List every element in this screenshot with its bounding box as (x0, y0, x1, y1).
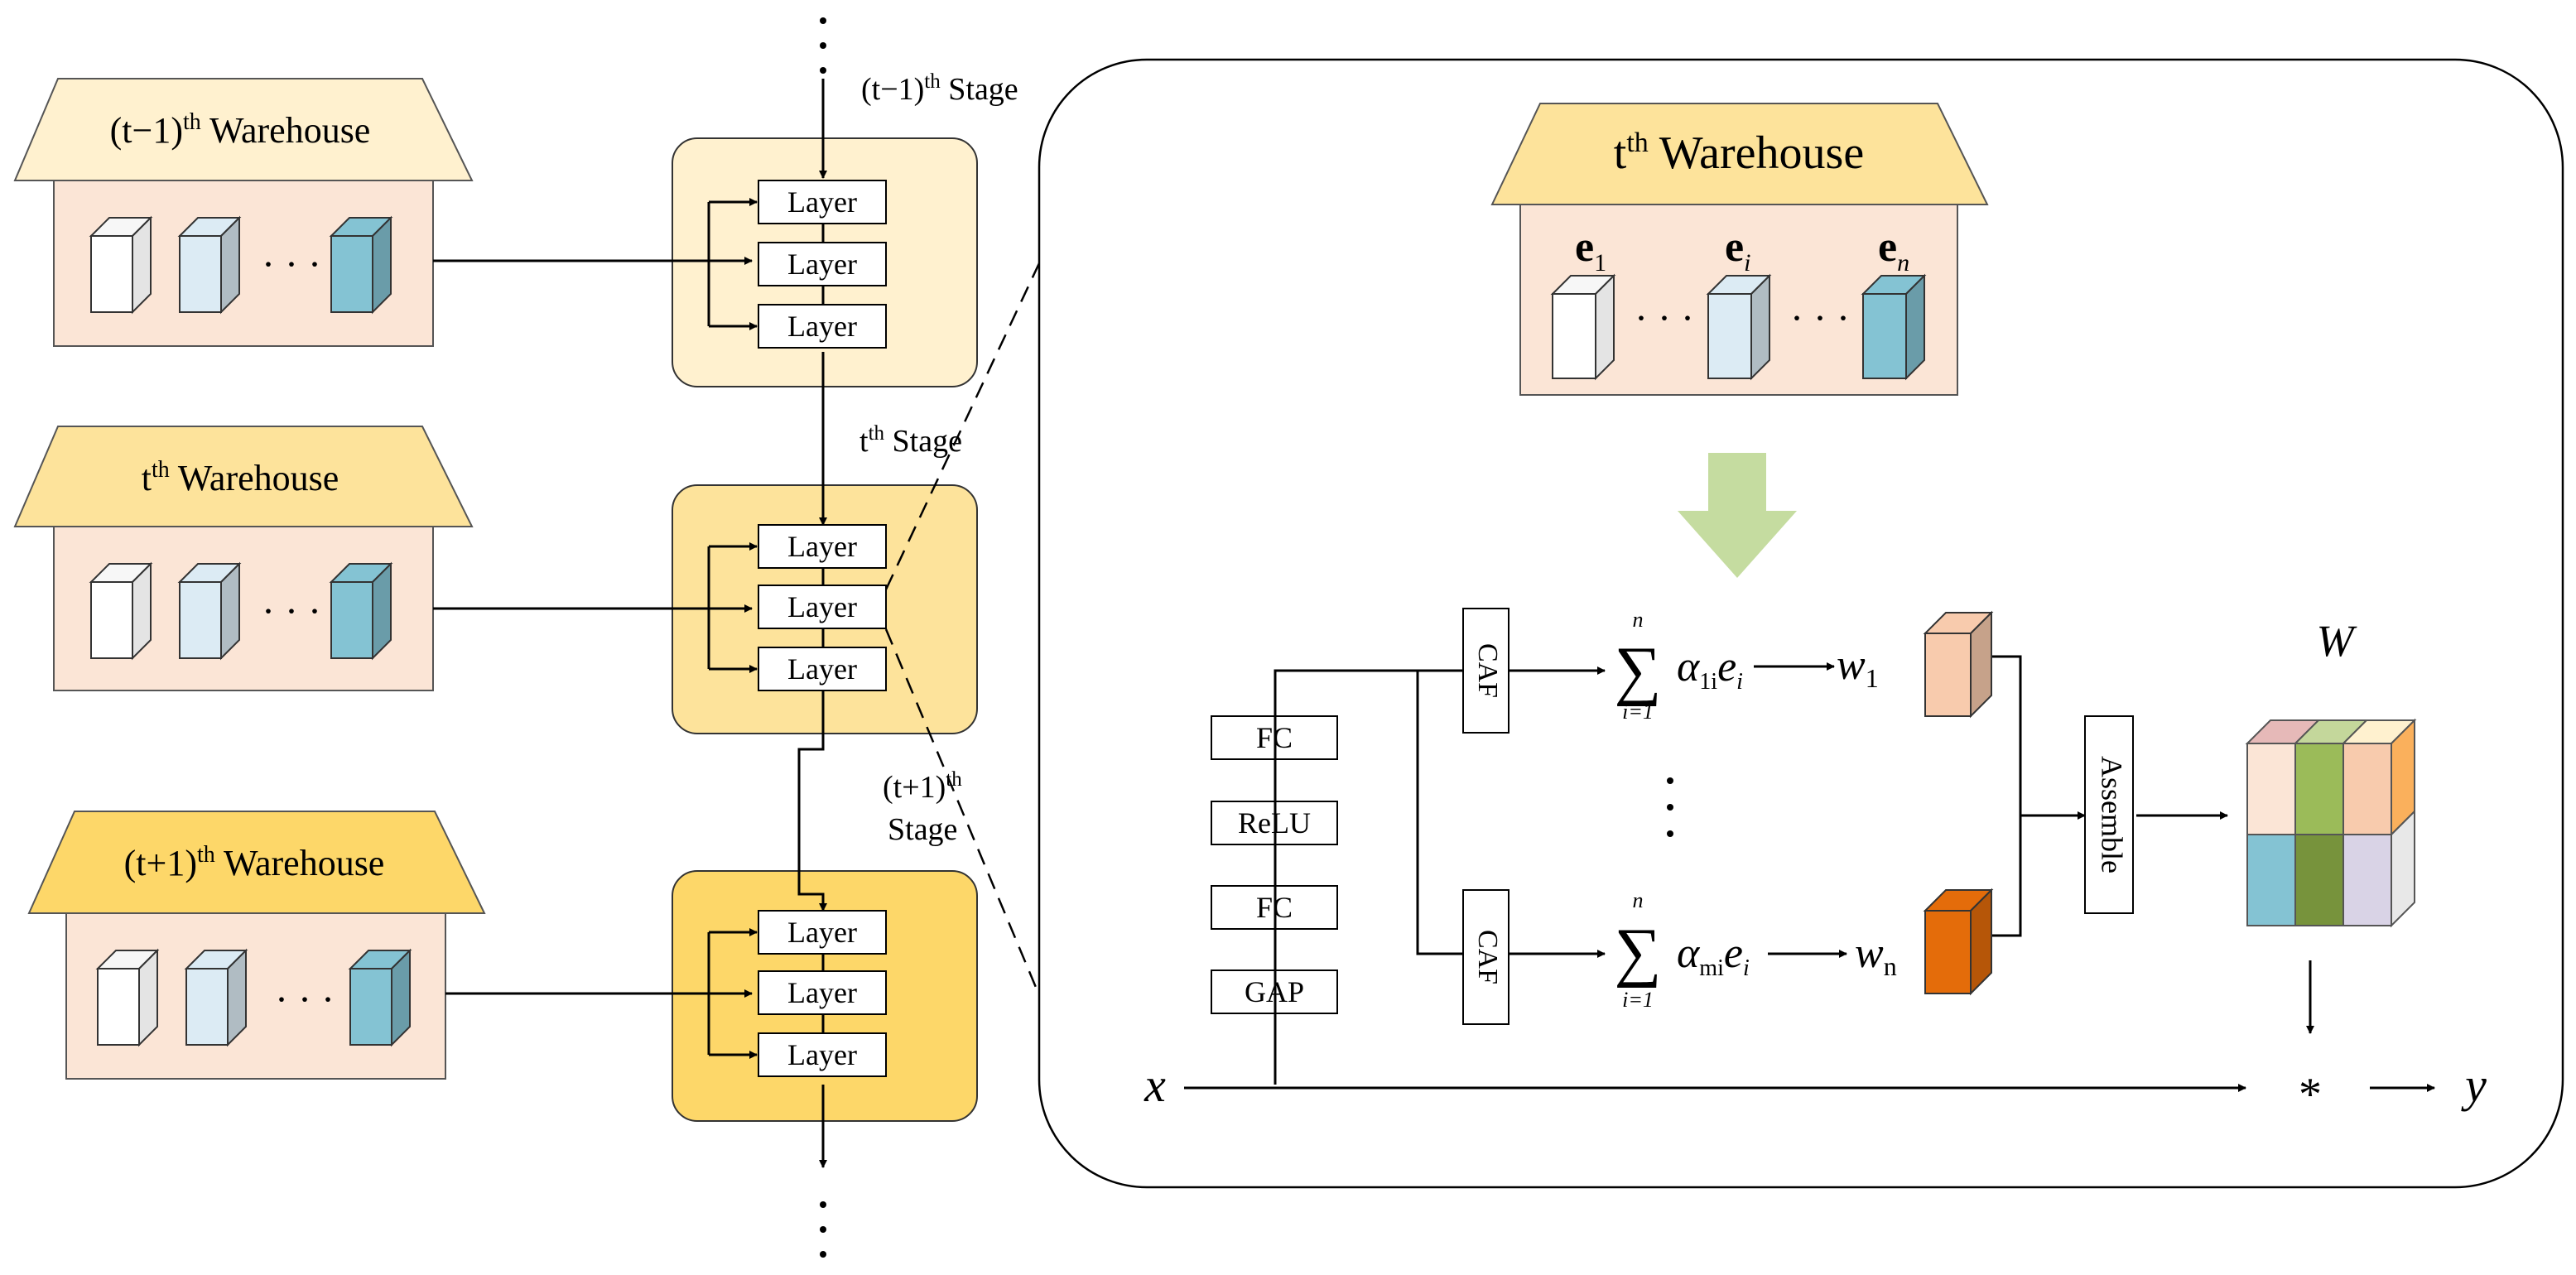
expert-label-n: en (1878, 224, 1909, 277)
expert-cube-teal (329, 561, 393, 661)
svg-text:n: n (1633, 608, 1644, 632)
expert-cube-teal (348, 948, 412, 1047)
layer-label: Layer (787, 248, 857, 281)
layer-label: Layer (787, 976, 857, 1009)
main-flow (433, 79, 827, 1168)
stage-label-t: tth Stage (859, 422, 962, 459)
y-label: y (2461, 1058, 2487, 1112)
warehouse-roof (13, 78, 474, 181)
warehouse-roof (13, 426, 474, 527)
zoom-lines (884, 262, 1041, 996)
expert-cube-teal (329, 215, 393, 315)
ellipsis: · · · (262, 589, 321, 633)
vertical-ellipsis-top (820, 17, 826, 74)
caf-label-top: CAF (1472, 643, 1503, 698)
expert-cube-light (177, 215, 242, 315)
layer-box (758, 1032, 887, 1077)
x-label: x (1144, 1058, 1166, 1112)
stage-label-t-plus-1: (t+1)th (883, 768, 962, 805)
layer-label: Layer (787, 652, 857, 686)
layer-box (758, 524, 887, 569)
detail-warehouse-title: tth Warehouse (1614, 128, 1864, 179)
stage-label-t-plus-1-word: Stage (888, 812, 957, 847)
layer-label: Layer (787, 310, 857, 343)
cube-front-tile (2294, 834, 2344, 926)
warehouse-title: (t+1)th Warehouse (124, 842, 385, 883)
alpha-term-1: α1iei (1677, 643, 1743, 695)
expert-cube-e1 (1550, 273, 1616, 381)
cube-front-tile (2294, 743, 2344, 835)
svg-text:∑: ∑ (1614, 916, 1661, 989)
W-label: W (2317, 616, 2358, 666)
left-warehouse-cubes (89, 215, 412, 1047)
expert-cube-ei (1706, 273, 1772, 381)
down-arrow (1678, 453, 1797, 578)
expert-cube-white (89, 215, 153, 315)
sum-formula-top: n ∑ i=1 α1iei w1 (1614, 608, 1878, 724)
cube-front-tile (2246, 834, 2296, 926)
layer-label: Layer (787, 530, 857, 563)
cube-front-tile (2342, 834, 2392, 926)
convolution-operator: * (2299, 1069, 2322, 1120)
assemble-label: Assemble (2096, 756, 2129, 873)
layer-label: Layer (787, 590, 857, 623)
layer-box (758, 304, 887, 349)
stage-label-t-minus-1: (t−1)th Stage (861, 70, 1018, 107)
layer-box (758, 910, 887, 955)
layer-box (758, 647, 887, 691)
warehouse-roof (27, 811, 486, 914)
ellipsis: · · · (262, 243, 321, 286)
expert-cube-white (89, 561, 153, 661)
alpha-term-m: αmiei (1677, 930, 1750, 981)
svg-text:n: n (1633, 888, 1644, 912)
detail-panel (1038, 58, 2564, 1189)
ellipsis: · · · (1790, 296, 1850, 340)
expert-cube-white (95, 948, 160, 1047)
svg-text:i=1: i=1 (1622, 700, 1654, 724)
warehouse-title: (t−1)th Warehouse (110, 109, 371, 151)
ellipsis: · · · (275, 978, 335, 1022)
sum-formula-bottom: n ∑ i=1 αmiei wn (1614, 888, 1896, 1012)
layer-box (758, 180, 887, 224)
detail-expert-cubes (1550, 273, 1927, 381)
svg-text:i=1: i=1 (1622, 988, 1654, 1012)
assemble-box (2084, 715, 2134, 914)
expert-cube-en (1861, 273, 1927, 381)
stage-layers: LayerLayerLayerLayerLayerLayerLayerLayer… (707, 180, 887, 1077)
caf-label-bottom: CAF (1472, 930, 1503, 984)
warehouse-title: tth Warehouse (142, 457, 339, 498)
layer-label: Layer (787, 1038, 857, 1071)
svg-text:∑: ∑ (1614, 634, 1661, 707)
layer-box (758, 242, 887, 286)
detail-warehouse-roof (1490, 103, 1989, 205)
expert-cube-light (177, 561, 242, 661)
expert-label-i: ei (1725, 224, 1750, 277)
cube-front-tile (2246, 743, 2296, 835)
layer-box (758, 970, 887, 1015)
layer-label: Layer (787, 916, 857, 949)
warehouse-t: tth Warehouse (13, 426, 474, 691)
ellipsis: · · · (1635, 296, 1694, 340)
expert-cube-light (184, 948, 248, 1047)
w1-label: w1 (1837, 642, 1879, 693)
weight-cubes (1923, 610, 1994, 996)
weight-cube-w1 (1923, 610, 1994, 719)
assembled-weight-cube (2245, 718, 2417, 928)
warehouse-t-minus-1: (t−1)th Warehouse (13, 78, 474, 347)
detail-connectors (1184, 655, 2435, 1092)
cube-front-tile (2342, 743, 2392, 835)
layer-label: Layer (787, 185, 857, 219)
vertical-ellipsis-bottom (820, 1201, 826, 1258)
caf-box-bottom (1462, 889, 1509, 1025)
vertical-ellipsis-middle (1667, 777, 1673, 837)
weight-cube-wn (1923, 888, 1994, 996)
wn-label: wn (1855, 930, 1897, 981)
layer-box (758, 585, 887, 629)
expert-label-1: e1 (1575, 224, 1606, 277)
